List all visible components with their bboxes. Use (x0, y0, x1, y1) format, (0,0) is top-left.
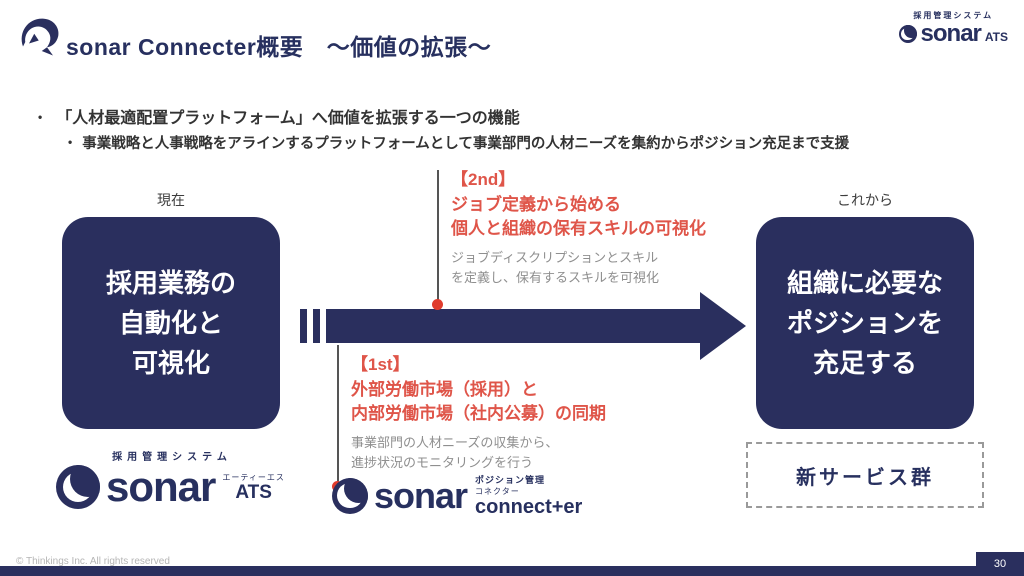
bullet-main: • 「人材最適配置プラットフォーム」へ価値を拡張する一つの機能 (38, 104, 520, 128)
future-state-line: 充足する (812, 348, 917, 379)
connector-line-2nd (437, 170, 439, 304)
system-label: 採用管理システム (913, 11, 994, 20)
step-2nd-tag: 【2nd】 (451, 170, 516, 189)
bullet-sub-text: 事業戦略と人事戦略をアラインするプラットフォームとして事業部門の人材ニーズを集約… (82, 136, 850, 152)
page-number-text: 30 (993, 558, 1007, 570)
system-label: 採用管理システム (112, 452, 232, 463)
page-number: 30 (976, 552, 1024, 576)
sonar-logo-icon (332, 477, 368, 514)
sonar-wordmark: sonar (106, 463, 216, 510)
step-1st-detail: 事業部門の人材ニーズの収集から、 (351, 435, 559, 451)
bullet-marker: • (38, 110, 43, 124)
future-state-box: 組織に必要な ポジションを 充足する (756, 217, 974, 429)
page-title: sonar Connecter概要 〜価値の拡張〜 (66, 34, 492, 60)
current-state-line: 採用業務の (105, 267, 236, 298)
category-label: ポジション管理 (475, 475, 546, 485)
connector-line-1st (337, 345, 339, 485)
step-1st-highlight: 内部労働市場（社内公募）の同期 (351, 404, 606, 424)
current-state-line: 可視化 (131, 348, 210, 379)
step-2nd-highlight: ジョブ定義から始める (451, 195, 621, 214)
connector-dot-2nd (432, 299, 443, 310)
step-2nd-detail: ジョブディスクリプションとスキル (451, 250, 659, 266)
arrow-body (326, 309, 700, 343)
future-state-line: ポジションを (786, 307, 943, 338)
arrow-stripe (313, 309, 320, 343)
dolphin-logo-icon (21, 18, 59, 56)
new-services-label: 新サービス群 (796, 466, 934, 489)
bullet-main-text: 「人材最適配置プラットフォーム」へ価値を拡張する一つの機能 (56, 110, 520, 127)
bullet-sub: • 事業戦略と人事戦略をアラインするプラットフォームとして事業部門の人材ニーズを集… (68, 132, 849, 153)
new-services-box: 新サービス群 (746, 442, 984, 508)
step-1st-tag: 【1st】 (351, 355, 410, 374)
step-2nd-block: 【2nd】 ジョブ定義から始める 個人と組織の保有スキルの可視化 ジョブディスク… (451, 165, 706, 287)
current-state-line: 自動化と (118, 307, 223, 338)
step-2nd-detail: を定義し、保有するスキルを可視化 (451, 269, 660, 285)
copyright-text: © Thinkings Inc. All rights reserved (16, 556, 170, 567)
step-2nd-highlight: 個人と組織の保有スキルの可視化 (451, 219, 706, 239)
sonar-wordmark: sonar (920, 20, 982, 47)
current-state-box: 採用業務の 自動化と 可視化 (62, 217, 280, 429)
sonar-ats-logo-top: 採用管理システム sonar ATS (898, 10, 1008, 47)
arrow-stripe (300, 309, 307, 343)
label-now: 現在 (157, 192, 185, 208)
ats-suffix: ATS (235, 482, 272, 503)
step-1st-highlight: 外部労働市場（採用）と (351, 380, 538, 399)
sonar-wordmark: sonar (374, 474, 468, 516)
ats-suffix: ATS (984, 30, 1008, 44)
bullet-marker: • (68, 135, 73, 149)
sonar-ats-logo-bottom: 採用管理システム sonar エーティーエス ATS (56, 448, 288, 509)
step-1st-detail: 進捗状況のモニタリングを行う (351, 454, 534, 470)
sonar-connecter-logo: sonar ポジション管理 コネクター connect+er (332, 473, 582, 518)
label-future: これから (837, 192, 893, 208)
connecter-furigana: コネクター (475, 487, 520, 496)
connecter-suffix: connect+er (475, 496, 583, 518)
ats-furigana: エーティーエス (222, 473, 285, 482)
arrow-head (700, 292, 746, 360)
sonar-logo-icon (56, 465, 100, 509)
step-1st-block: 【1st】 外部労働市場（採用）と 内部労働市場（社内公募）の同期 事業部門の人… (351, 350, 606, 472)
bottom-accent-bar (0, 566, 1024, 576)
sonar-logo-icon (898, 25, 917, 43)
future-state-line: 組織に必要な (786, 267, 943, 298)
